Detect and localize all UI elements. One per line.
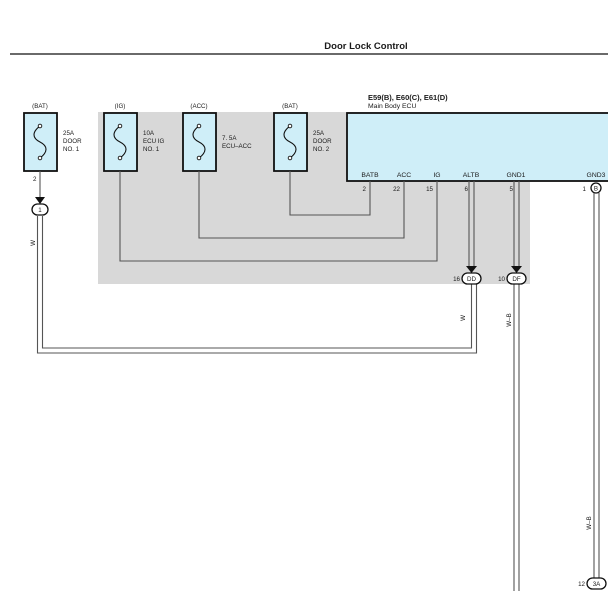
junction-dd [461,272,482,285]
fuse-3-terminal-bottom [196,155,202,161]
junction-3a [586,577,607,590]
fuse-2-rating: 10A [143,130,155,137]
junction-3a-pin: 12 [578,581,585,588]
fuse-4-source: (BAT) [282,103,298,110]
fuse-2-name-line-2: NO. 1 [143,146,160,153]
fuse-2-terminal-bottom [117,155,123,161]
fuse1-arrow [35,197,45,204]
wire-color-gnd1: W–B [506,313,513,326]
wire-color-mid: W [460,315,467,321]
gnd1-arrow [511,266,522,273]
page-title: Door Lock Control [324,41,407,52]
junction-dd-label: DD [467,276,476,283]
fuse-1-source: (BAT) [32,103,48,110]
fuse-2-name-line-1: ECU IG [143,138,165,145]
ecu-gnd3-connector-label: B [594,186,598,193]
fuse-4-name-line-2: NO. 2 [313,146,330,153]
wire-w-loop-inner [41,216,473,349]
ecu-pin-ig: 15 [426,186,433,193]
ecu-subtitle: Main Body ECU [368,103,416,110]
ecu-terminal-batb: BATB [361,172,379,179]
ecu-terminal-acc: ACC [397,172,411,179]
junction-df [506,272,527,285]
altb-arrow [466,266,477,273]
junction-1-label: 1 [38,207,42,214]
fuse-3-rating: 7. 5A [222,135,237,142]
fuse-3-source: (ACC) [190,103,207,110]
wire-acc [198,171,405,239]
wire-color-left: W [30,240,37,246]
ecu-terminal-altb: ALTB [463,172,480,179]
fuse-3-name-line-1: ECU–ACC [222,143,252,150]
fuse-4-terminal-bottom [287,155,293,161]
ecu-gnd3-connector [590,182,602,194]
fuse-2-source: (IG) [115,103,126,110]
junction-df-label: DF [512,276,520,283]
wire-ig [119,171,438,262]
ecu-terminal-gnd1: GND1 [507,172,526,179]
wire-w-loop-outer [36,216,478,354]
fuse-1-terminal-top [37,123,43,129]
junction-df-pin: 10 [498,276,505,283]
ecu-pin-altb: 6 [465,186,469,193]
ecu-terminal-ig: IG [433,172,440,179]
ecu-pin-batb: 2 [363,186,367,193]
fuse-1-element [33,125,47,159]
ecu-pin-gnd1: 5 [510,186,514,193]
fuse-1-rating: 25A [63,130,75,137]
ecu-pin-gnd3: 1 [583,186,587,193]
fuse-1-name-line-1: DOOR [63,138,82,145]
wire-color-gnd3: W–B [586,516,593,529]
fuse-4-element [283,125,297,159]
ecu-terminal-gnd3: GND3 [587,172,606,179]
ecu-title: E59(B), E60(C), E61(D) [368,93,448,102]
fuse-3-terminal-top [196,123,202,129]
junction-1 [31,203,49,216]
junction-3a-label: 3A [593,581,601,588]
fuse-2-element [113,125,127,159]
fuse-4-name-line-1: DOOR [313,138,332,145]
wire-batb [289,171,371,216]
fuse-1-pin: 2 [33,176,37,183]
fuse-4-rating: 25A [313,130,325,137]
junction-dd-pin: 16 [453,276,460,283]
ecu-pin-acc: 22 [393,186,400,193]
fuse-3-element [192,125,206,159]
fuse-4-terminal-top [287,123,293,129]
fuse-2-terminal-top [117,123,123,129]
fuse-1-terminal-bottom [37,155,43,161]
ecu-box [346,112,608,182]
fuse-1-name-line-2: NO. 1 [63,146,80,153]
